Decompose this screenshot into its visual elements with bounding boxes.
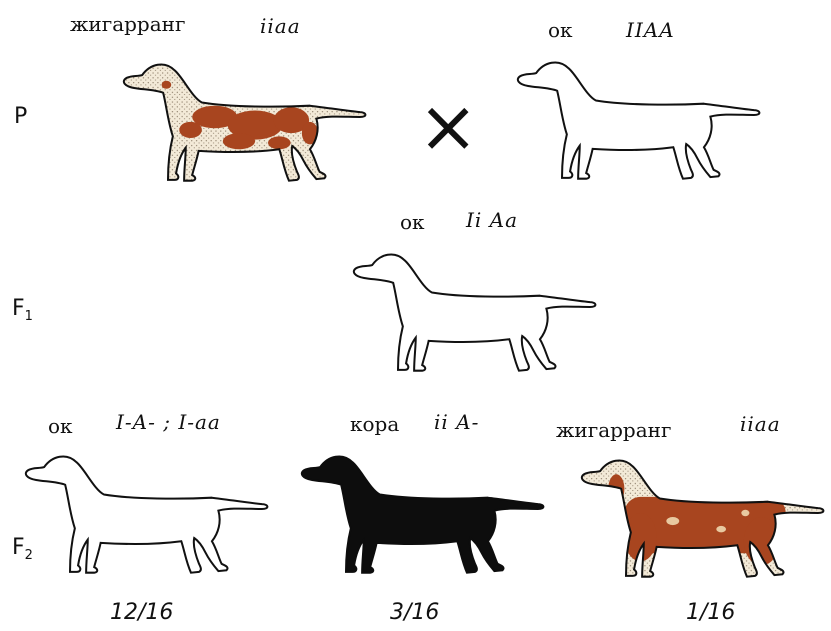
dog-black-f2 xyxy=(296,436,546,586)
f1-genotype: Ii Aa xyxy=(466,208,518,232)
f2-white-phenotype: ок xyxy=(48,414,73,438)
parent-left-phenotype: жигарранг xyxy=(70,12,185,36)
f2-brown-genotype: iiaa xyxy=(740,412,781,436)
f2-white-ratio: 12/16 xyxy=(110,600,173,625)
parent-left-genotype: iiaa xyxy=(260,14,301,38)
generation-p-label: P xyxy=(14,104,27,129)
dog-white-f1 xyxy=(348,234,598,384)
f2-brown-ratio: 1/16 xyxy=(686,600,735,625)
parent-right-genotype: IIAA xyxy=(626,18,675,42)
f2-black-phenotype: кора xyxy=(350,412,399,436)
f2-black-genotype: ii A- xyxy=(434,410,479,434)
generation-f1-letter: F xyxy=(12,296,25,321)
generation-f1-subscript: 1 xyxy=(25,309,33,324)
dog-spotted-brown-f2 xyxy=(576,440,826,590)
dog-white-parent xyxy=(512,42,762,192)
f1-phenotype: ок xyxy=(400,210,425,234)
parent-right-phenotype: ок xyxy=(548,18,573,42)
f2-black-ratio: 3/16 xyxy=(390,600,439,625)
cross-symbol: × xyxy=(418,90,478,162)
dog-white-f2 xyxy=(20,436,270,586)
f2-brown-phenotype: жигарранг xyxy=(556,418,671,442)
f2-white-genotype: I-A- ; I-aa xyxy=(116,410,221,434)
dog-spotted-brown-parent xyxy=(118,44,368,194)
generation-f1-label: F1 xyxy=(12,296,33,324)
